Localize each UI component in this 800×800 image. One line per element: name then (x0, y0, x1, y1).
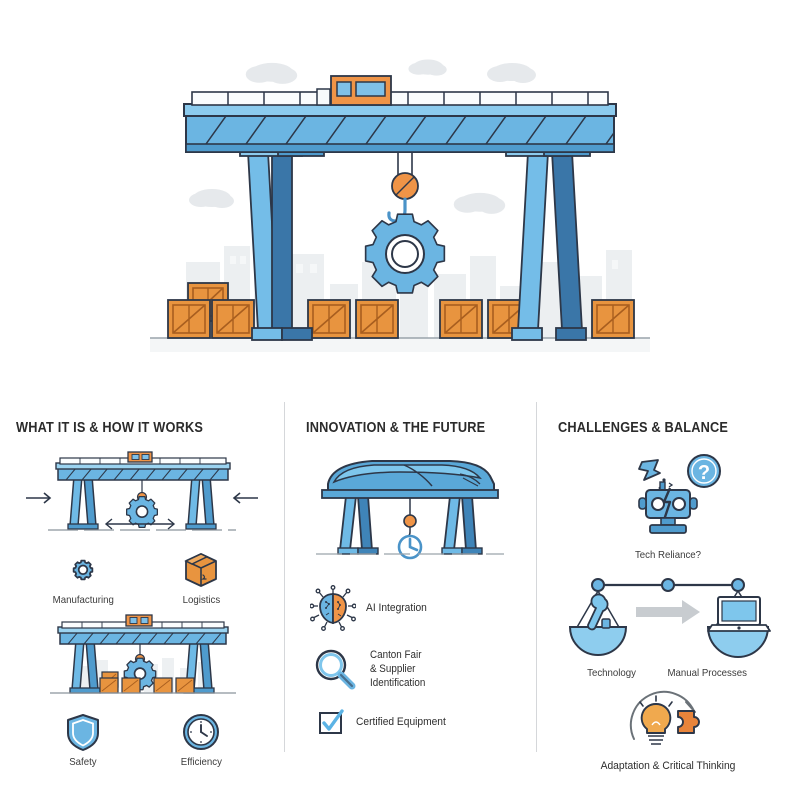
crate-right-c (591, 299, 635, 339)
hero-illustration (0, 0, 800, 380)
icon-row-manufacturing-logistics: Manufacturing Logistics (14, 549, 270, 606)
icon-label-manufacturing: Manufacturing (52, 594, 114, 606)
crane-with-crates-diagram (14, 614, 270, 707)
crate-right-a (439, 299, 483, 339)
crate-stack-left (167, 282, 255, 339)
icon-row-safety-efficiency: Safety Efficiency (14, 711, 270, 768)
icon-label-efficiency: Efficiency (180, 756, 222, 768)
clock-icon (183, 714, 219, 750)
icon-label-logistics: Logistics (182, 594, 220, 606)
balance-scale-icon (568, 578, 771, 658)
crate-center (355, 299, 399, 339)
canton-fair-line-1: Canton Fair (370, 649, 422, 662)
list-item-canton-fair[interactable]: Canton Fair & Supplier Identification (310, 645, 522, 695)
label-adaptation-critical-thinking: Adaptation & Critical Thinking (600, 760, 736, 772)
beam-utility-box (316, 88, 331, 106)
beam-railing (191, 91, 609, 106)
column-title-challenges: CHALLENGES & BALANCE (558, 420, 729, 436)
magnifier-icon (315, 649, 356, 690)
futuristic-crane-svg (316, 460, 504, 560)
side-arrows (26, 492, 258, 504)
laptop-icon (707, 596, 771, 632)
shield-icon (67, 714, 99, 751)
label-manual-processes: Manual Processes (667, 667, 748, 679)
crane-crates-svg (50, 614, 236, 694)
block-tech-reliance[interactable]: ? (550, 450, 786, 561)
list-label-canton-fair: Canton Fair & Supplier Identification (370, 649, 425, 691)
lightbulb-puzzle-icon (629, 690, 700, 745)
broken-robot-icon: ? (638, 454, 721, 534)
mini-crates (99, 671, 195, 694)
balance-scale-labels: Technology Manual Processes (550, 667, 786, 679)
futuristic-crane-illustration (298, 452, 522, 569)
icon-label-safety: Safety (69, 756, 97, 768)
list-item-ai-integration[interactable]: AI Integration (310, 585, 522, 631)
span-arrow (104, 518, 176, 530)
three-column-section: WHAT IT IS & HOW IT WORKS (0, 392, 800, 800)
column-divider-1 (284, 402, 285, 752)
icon-cell-efficiency[interactable]: Efficiency (159, 711, 243, 768)
label-tech-reliance: Tech Reliance? (634, 549, 702, 561)
column-divider-2 (536, 402, 537, 752)
svg-text:?: ? (698, 462, 710, 484)
column-innovation: INNOVATION & THE FUTURE (284, 392, 536, 800)
hanging-gear-icon (364, 213, 446, 294)
block-balance-scale[interactable]: Technology Manual Processes (550, 573, 786, 679)
box-icon (184, 553, 217, 587)
cloud-group (173, 59, 536, 336)
beam-top-cap (183, 103, 617, 117)
label-technology: Technology (587, 667, 637, 679)
list-label-ai-integration: AI Integration (366, 601, 427, 614)
brain-circuit-pins (310, 585, 356, 631)
column-what-it-is: WHAT IT IS & HOW IT WORKS (0, 392, 284, 800)
beam-bottom-cap (185, 143, 615, 153)
wrench-icon (587, 593, 611, 631)
gantry-crane-svg (150, 59, 650, 352)
ground-band (150, 338, 650, 352)
column-title-what-it-is: WHAT IT IS & HOW IT WORKS (16, 420, 204, 436)
operator-cab (330, 75, 392, 106)
canton-fair-line-2: & Supplier (370, 663, 416, 676)
column-title-innovation: INNOVATION & THE FUTURE (306, 420, 486, 436)
icon-cell-manufacturing[interactable]: Manufacturing (41, 549, 125, 606)
transition-arrow-icon (636, 600, 700, 624)
crane-motion-svg (26, 451, 258, 531)
crane-leg-left (247, 151, 313, 341)
gear-icon (72, 559, 94, 581)
icon-cell-logistics[interactable]: Logistics (159, 549, 243, 606)
block-adaptation[interactable]: Adaptation & Critical Thinking (550, 689, 786, 772)
icon-cell-safety[interactable]: Safety (41, 711, 125, 768)
crane-motion-diagram (14, 450, 270, 545)
list-label-certified-equipment: Certified Equipment (356, 715, 446, 728)
column-challenges: CHALLENGES & BALANCE ? (536, 392, 800, 800)
canton-fair-line-3: Identification (370, 676, 426, 689)
checkbox-check-icon (319, 709, 344, 734)
crate-middle (307, 299, 351, 339)
list-item-certified-equipment[interactable]: Certified Equipment (316, 707, 522, 737)
ai-brain-icon (310, 585, 356, 631)
